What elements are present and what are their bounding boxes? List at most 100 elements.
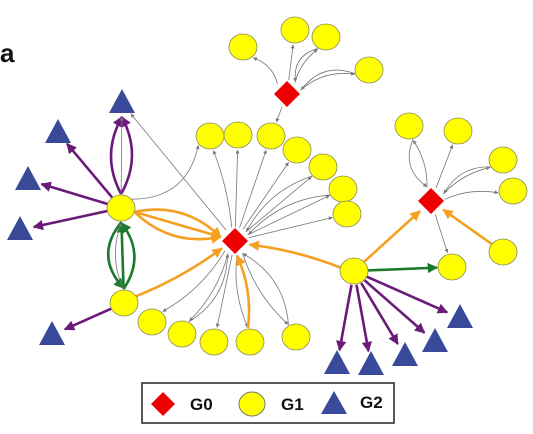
edge-purple [32,209,108,231]
g2-node [324,350,350,374]
g0-node [274,81,300,107]
edge-gray [248,216,333,239]
edge-gray [252,57,278,84]
edge-gray [444,190,499,200]
edge-gray [247,195,330,236]
g1-node [308,153,338,181]
edge-purple [363,279,426,334]
legend-label-g0: G0 [190,395,213,414]
edge-orange [133,210,222,244]
edge-gray [215,254,233,328]
g1-node [280,16,310,44]
edge-purple [355,284,372,353]
g1-node [498,177,528,205]
legend-label-g1: G1 [281,395,304,414]
edge-gray [435,144,454,189]
edge-purple [336,284,353,352]
legend-circle-icon [238,391,266,417]
g1-node [235,328,265,356]
edge-orange [236,254,251,329]
edge-gray [239,149,267,228]
edge-green [367,262,439,274]
edge-purple [66,142,113,199]
g1-node [223,121,253,149]
g0-node [418,188,444,214]
edge-gray [245,176,312,233]
edge-gray [301,69,356,91]
edge-gray [114,222,124,290]
edge-gray [212,150,233,228]
g1-node [167,320,197,348]
g2-node [7,216,33,240]
g1-node [339,257,369,285]
g2-node [422,328,448,352]
edge-gray [246,175,313,232]
g1-node [488,146,518,174]
g1-node [195,122,225,150]
g1-node [394,112,424,140]
edge-orange [442,208,493,245]
nodes-layer [7,16,528,375]
g0-node [222,228,248,254]
edge-purple [109,116,124,195]
g1-node [488,238,518,266]
edges-layer [32,44,499,353]
g2-node [392,342,418,366]
edge-orange [363,210,421,263]
edge-gray [119,116,124,195]
edge-gray [188,253,230,323]
edge-gray [242,253,289,326]
edge-gray [443,166,491,194]
edge-gray [162,250,226,312]
g1-node [311,23,341,51]
g2-node [39,321,65,345]
edge-green [116,221,127,290]
g2-node [358,351,384,375]
edge-purple [63,307,112,331]
g2-node [15,166,41,190]
edge-orange [134,208,222,238]
edge-gray [412,140,428,188]
edge-gray [234,149,240,228]
g1-node [328,175,358,203]
edge-orange [135,247,223,298]
g2-node [447,304,473,328]
edge-gray [434,214,449,254]
edge-gray [408,139,428,187]
g1-node [228,33,258,61]
edge-orange [248,240,341,269]
legend-triangle-icon [321,391,347,414]
edge-purple [119,116,134,195]
g1-node [199,328,229,356]
g1-node [106,194,136,222]
edge-gray [275,106,283,123]
legend: G0 G1 G2 [141,382,395,424]
g1-node [281,323,311,351]
edge-purple [40,181,108,206]
legend-diamond-icon [151,392,175,416]
edge-gray [248,194,331,235]
edge-gray [130,113,227,231]
g1-node [354,56,384,84]
g1-node [437,253,467,281]
g2-node [45,119,71,143]
edge-gray [242,162,289,230]
edge-purple [360,282,399,345]
edge-gray [189,253,229,322]
g1-node [282,136,312,164]
legend-label-g2: G2 [360,393,383,412]
panel-label: a [0,38,15,68]
edge-gray [293,48,319,83]
legend-box [141,382,395,424]
edge-purple [366,275,449,314]
g2-node [109,89,135,113]
g1-node [109,289,139,317]
edge-gray [288,44,295,81]
edge-orange [134,210,222,240]
g1-node [443,117,473,145]
g1-node [332,200,362,228]
edge-gray [131,145,200,200]
g1-node [256,122,286,150]
